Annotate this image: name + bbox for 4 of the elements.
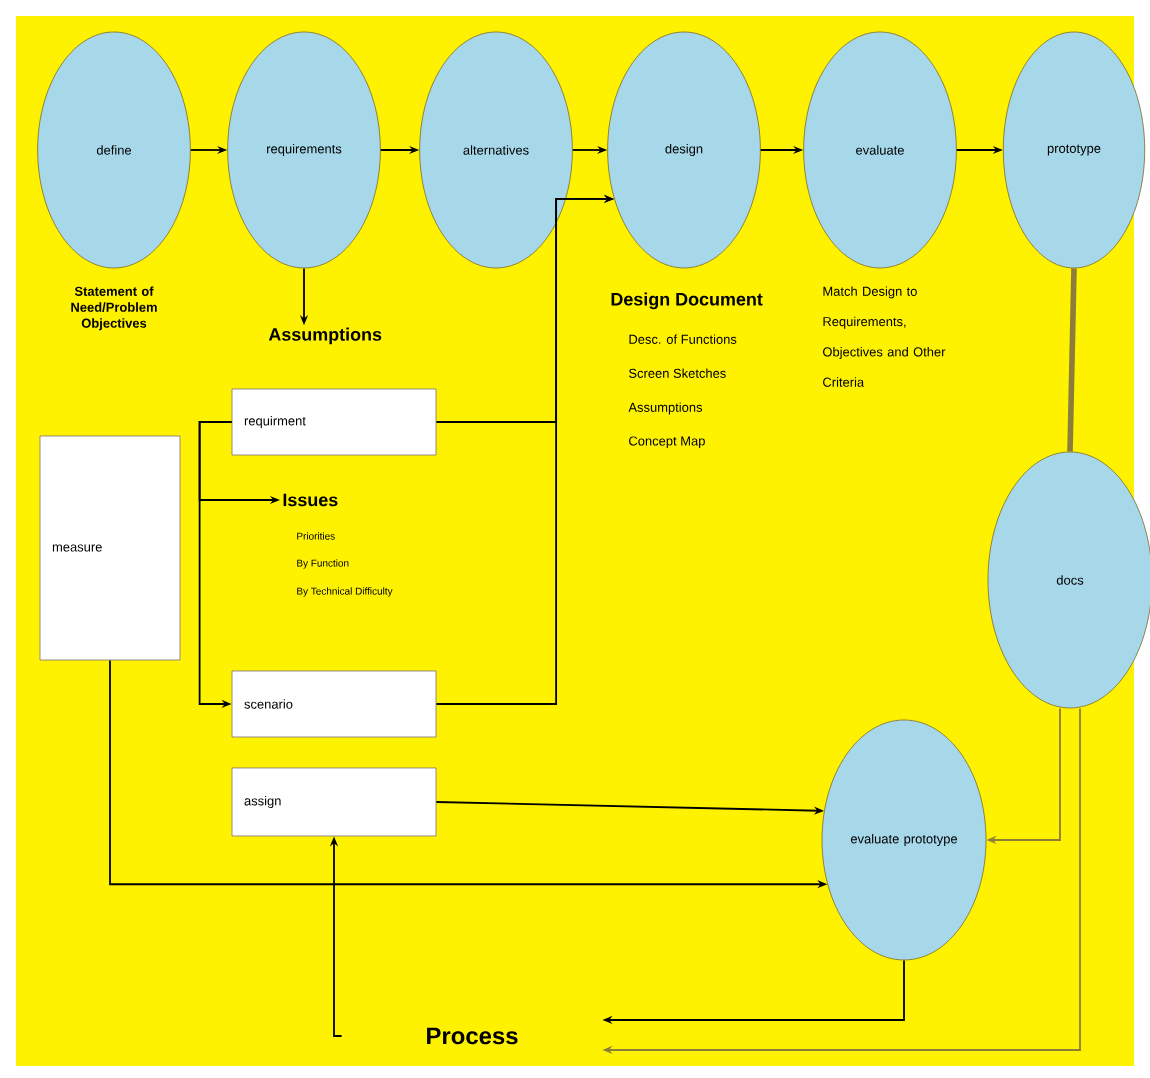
process-label: Process bbox=[427, 1027, 518, 1045]
heading-text: Issues bbox=[283, 493, 338, 507]
heading-text: Assumptions bbox=[268, 327, 382, 345]
document-heading: Design Document bbox=[611, 292, 763, 310]
